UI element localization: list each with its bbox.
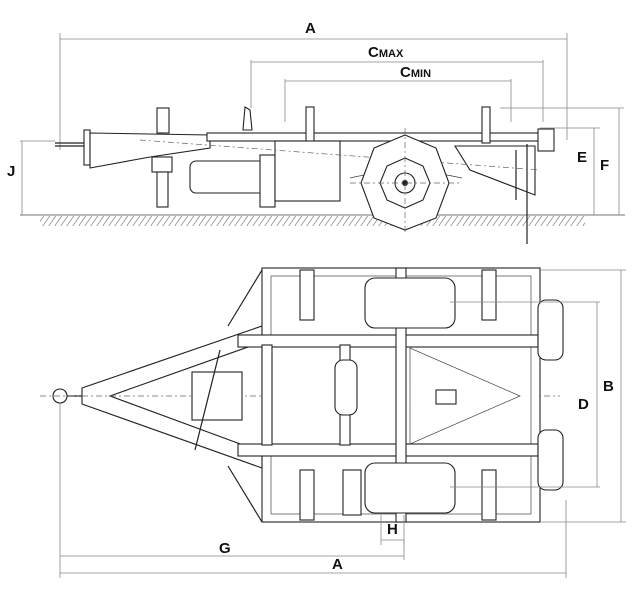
label-a-plan: A bbox=[332, 556, 343, 573]
label-d: D bbox=[578, 396, 589, 413]
dimension-g: G bbox=[59, 404, 405, 578]
jockey-leg bbox=[156, 171, 169, 208]
dimension-e: E bbox=[540, 127, 600, 215]
label-b: B bbox=[603, 378, 614, 395]
label-f: F bbox=[600, 157, 609, 174]
label-a: A bbox=[305, 20, 316, 37]
dimension-d: D bbox=[450, 301, 600, 488]
label-e: E bbox=[577, 149, 587, 166]
dimension-cmin: CMIN bbox=[284, 64, 512, 122]
fender-left bbox=[537, 299, 564, 361]
ground-hatch bbox=[40, 216, 585, 226]
plan-view: B D H G A bbox=[40, 267, 626, 578]
wheel-left-plan bbox=[364, 277, 456, 329]
chassis bbox=[139, 106, 555, 244]
label-j: J bbox=[7, 163, 15, 180]
wheel-right-plan bbox=[364, 462, 456, 514]
label-cmax: CMAX bbox=[368, 44, 404, 61]
dimension-f: F bbox=[500, 107, 624, 215]
wheel-side bbox=[350, 128, 460, 235]
dimension-cmax: CMAX bbox=[250, 44, 544, 122]
plan-frame bbox=[237, 267, 541, 523]
drawbar bbox=[55, 107, 211, 208]
fender-right bbox=[537, 429, 564, 491]
label-cmin: CMIN bbox=[400, 64, 431, 81]
dimension-j: J bbox=[7, 140, 55, 215]
gas-bottle bbox=[334, 359, 358, 416]
dimension-a-plan: A bbox=[60, 500, 567, 578]
dimension-a-side: A bbox=[59, 20, 568, 150]
tail-light bbox=[537, 128, 555, 152]
label-g: G bbox=[219, 540, 231, 557]
label-h: H bbox=[387, 521, 398, 538]
jockey-post bbox=[156, 107, 170, 134]
side-box bbox=[189, 160, 271, 194]
dimension-b: B bbox=[540, 269, 626, 523]
side-view: A CMAX CMIN J E bbox=[7, 20, 625, 244]
